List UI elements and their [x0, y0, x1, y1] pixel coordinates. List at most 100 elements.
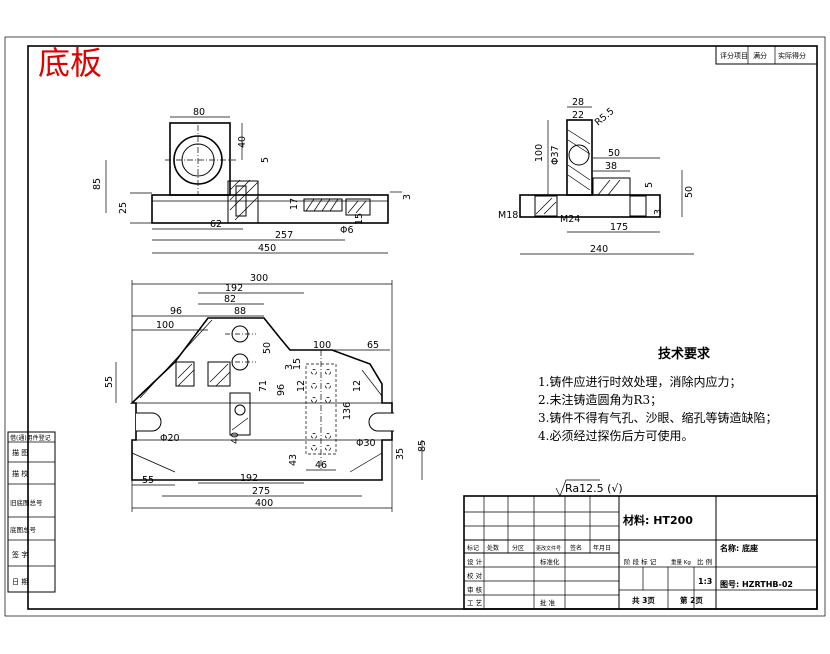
side-label-1: 描 图: [12, 448, 28, 457]
title-block: 材料: HT200 名称: 底座 标记 处数 分区 更改文件号 签名 年月日 设…: [463, 495, 818, 610]
side-label-3: 旧底图总号: [10, 498, 43, 507]
plan-dim-43: 43: [288, 454, 299, 466]
side-dim-m18: M18: [498, 210, 518, 221]
tech-item-3: 3.铸件不得有气孔、沙眼、缩孔等铸造缺陷；: [538, 410, 777, 425]
plan-dim-phi30: Φ30: [356, 438, 376, 449]
tech-item-4: 4.必须经过探伤后方可使用。: [538, 428, 693, 443]
side-dim-50v: 50: [684, 186, 695, 198]
tb-ratio-label: 比 例: [697, 557, 712, 566]
front-dim-450: 450: [258, 243, 276, 254]
tb-left-review: 审 核: [467, 585, 483, 594]
front-dim-85: 85: [92, 178, 103, 190]
side-dim-phi37: Φ37: [550, 145, 561, 165]
score-header-item: 评分项目: [720, 51, 748, 60]
plan-dim-85: 85: [417, 440, 428, 452]
front-dim-17: 17: [289, 198, 300, 210]
plan-dim-88: 88: [234, 306, 246, 317]
plan-dim-3: 3: [284, 364, 295, 370]
plan-dim-55: 55: [104, 376, 115, 388]
roughness-note: Ra12.5 (√): [555, 479, 623, 497]
score-header-block: 评分项目 满分 实际得分: [715, 45, 818, 65]
score-header-full: 满分: [753, 51, 767, 60]
plan-dim-46: 46: [315, 460, 327, 471]
front-dim-257: 257: [275, 230, 293, 241]
plan-dim-136: 136: [342, 402, 353, 420]
plan-dim-15: 15: [292, 358, 303, 370]
side-label-6: 日 期: [12, 578, 28, 586]
tech-title: 技术要求: [658, 346, 711, 362]
inner-frame: [27, 45, 818, 610]
side-view: 28 22 R5.5 100 Φ37 50 38 5 50 3 M18 M24 …: [498, 97, 695, 255]
plan-dim-96v: 96: [276, 384, 287, 396]
tb-row-label-1: 处数: [487, 544, 499, 552]
side-dim-38: 38: [605, 161, 617, 172]
plan-dim-55b: 55: [142, 475, 154, 486]
tb-sheets-total: 共 3页: [632, 595, 655, 605]
roughness-text: Ra12.5 (√): [565, 482, 623, 495]
side-dim-175: 175: [610, 222, 628, 233]
tb-row-label-2: 分区: [512, 544, 524, 552]
side-dim-r55: R5.5: [593, 106, 617, 128]
tb-drawing-no: 图号: HZRTHB-02: [720, 580, 793, 589]
side-label-5: 签 字: [12, 550, 28, 559]
plan-dim-275: 275: [252, 486, 270, 497]
plan-dim-12b: 12: [352, 380, 363, 392]
side-dim-5: 5: [644, 182, 655, 188]
plan-dim-35: 35: [395, 448, 406, 460]
side-label-4: 底图总号: [10, 525, 37, 534]
left-side-block: 借(通)用件登记 描 图 描 校 旧底图总号 底图总号 签 字 日 期: [7, 431, 56, 593]
tech-requirements: 技术要求 1.铸件应进行时效处理，消除内应力； 2.未注铸造圆角为R3； 3.铸…: [538, 346, 777, 443]
tb-name: 名称: 底座: [720, 543, 758, 553]
tb-sheet-no: 第 2页: [680, 595, 703, 605]
plan-dim-phi20: Φ20: [160, 433, 180, 444]
tb-weight: 重量 Kg: [671, 558, 691, 566]
plan-dim-12: 12: [296, 380, 307, 392]
side-dim-3: 3: [653, 209, 664, 215]
side-label-2: 描 校: [12, 469, 28, 478]
tech-item-2: 2.未注铸造圆角为R3；: [538, 392, 662, 407]
front-dim-62: 62: [210, 219, 222, 230]
side-dim-m24: M24: [560, 214, 580, 225]
plan-dim-50: 50: [262, 342, 273, 354]
plan-dim-40: 40: [230, 432, 241, 444]
plan-view: 300 192 82 96 88 100 50 100 65 55 71 96 …: [104, 273, 428, 512]
plan-dim-100b: 100: [313, 340, 331, 351]
front-dim-phi6: Φ6: [340, 225, 354, 236]
tech-item-1: 1.铸件应进行时效处理，消除内应力；: [538, 374, 741, 389]
front-dim-80: 80: [193, 107, 205, 118]
side-dim-28: 28: [572, 97, 584, 108]
front-dim-40: 40: [237, 136, 248, 148]
title-stamp: 底板: [38, 44, 102, 82]
plan-dim-192: 192: [225, 283, 243, 294]
tb-left-design: 设 计: [467, 557, 483, 566]
side-dim-240: 240: [590, 244, 608, 255]
tb-left-check: 校 对: [467, 571, 483, 580]
tb-stage: 阶 段 标 记: [624, 557, 657, 566]
outer-frame: [4, 36, 826, 617]
tb-material: 材料: HT200: [623, 513, 693, 527]
tb-row-label-4: 签名: [570, 544, 582, 552]
front-dim-15: 15: [354, 213, 365, 225]
tb-left-process: 工 艺: [467, 599, 483, 607]
plan-dim-400: 400: [255, 498, 273, 509]
plan-dim-100: 100: [156, 320, 174, 331]
front-dim-5: 5: [260, 157, 271, 163]
side-dim-22: 22: [572, 110, 584, 121]
plan-dim-96: 96: [170, 306, 182, 317]
tb-row-label-0: 标记: [467, 544, 479, 552]
side-dim-100: 100: [534, 144, 545, 162]
tb-row-label-5: 年月日: [593, 544, 611, 552]
plan-dim-192b: 192: [240, 473, 258, 484]
tb-std: 标准化: [540, 557, 560, 566]
plan-dim-65: 65: [367, 340, 379, 351]
plan-dim-300: 300: [250, 273, 268, 284]
tb-row-label-3: 更改文件号: [536, 545, 561, 552]
side-dim-50: 50: [608, 148, 620, 159]
front-view: 80 40 85 5 25 62 257 450 17 Φ6 15 3: [92, 107, 413, 254]
front-dim-3: 3: [402, 194, 413, 200]
front-dim-25: 25: [118, 202, 129, 214]
tb-approve: 批 准: [540, 598, 556, 607]
score-header-actual: 实际得分: [778, 51, 806, 60]
tb-ratio: 1:3: [698, 577, 712, 586]
